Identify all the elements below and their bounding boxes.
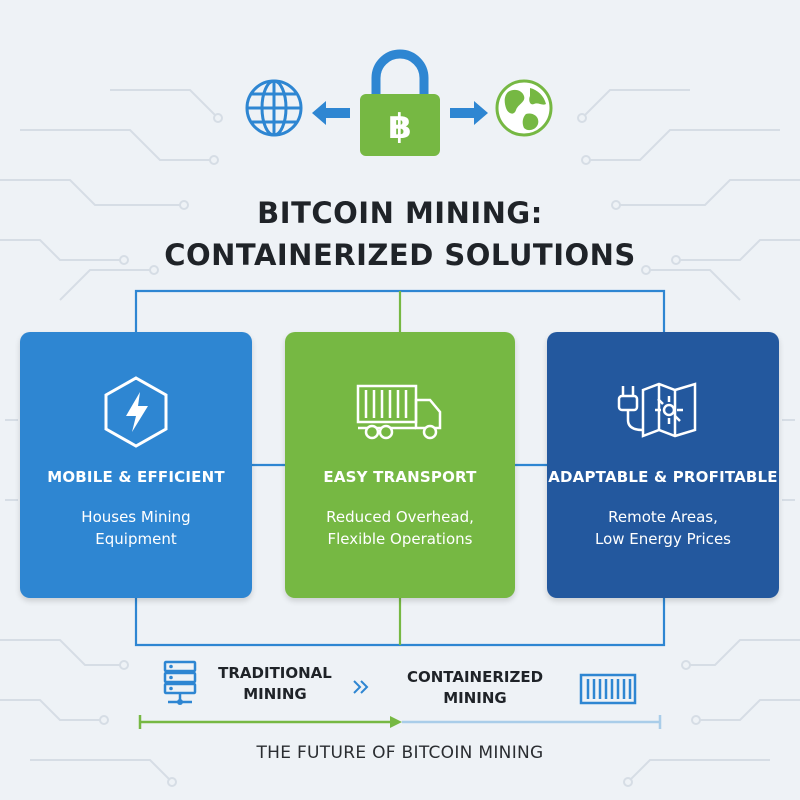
arrow-right-icon bbox=[448, 100, 488, 126]
lightning-hexagon-icon bbox=[20, 372, 252, 452]
card-title: ADAPTABLE & PROFITABLE bbox=[548, 468, 778, 486]
plug-and-map-icon bbox=[547, 372, 779, 452]
card-title: EASY TRANSPORT bbox=[323, 468, 477, 486]
card-easy-transport: EASY TRANSPORT Reduced Overhead, Flexibl… bbox=[285, 332, 515, 598]
containerized-mining-label: CONTAINERIZED MINING bbox=[406, 668, 544, 707]
card-title: MOBILE & EFFICIENT bbox=[47, 468, 225, 486]
earth-globe-icon bbox=[494, 78, 554, 138]
card-adaptable-profitable: ADAPTABLE & PROFITABLE Remote Areas, Low… bbox=[547, 332, 779, 598]
globe-outline-icon bbox=[244, 78, 304, 138]
shipping-container-icon bbox=[578, 672, 638, 706]
bitcoin-padlock-icon: ฿ bbox=[356, 48, 444, 158]
card-description: Remote Areas, Low Energy Prices bbox=[595, 508, 731, 548]
server-rack-icon bbox=[162, 660, 198, 706]
double-chevron-right-icon bbox=[352, 679, 370, 695]
container-truck-icon bbox=[285, 372, 515, 452]
card-description: Reduced Overhead, Flexible Operations bbox=[326, 508, 474, 548]
svg-text:฿: ฿ bbox=[388, 107, 412, 147]
card-mobile-efficient: MOBILE & EFFICIENT Houses Mining Equipme… bbox=[20, 332, 252, 598]
footer-caption: THE FUTURE OF BITCOIN MINING bbox=[256, 743, 544, 763]
traditional-mining-label: TRADITIONAL MINING bbox=[218, 664, 332, 703]
card-description: Houses Mining Equipment bbox=[81, 508, 191, 548]
page-title-line-2: CONTAINERIZED SOLUTIONS bbox=[164, 238, 636, 272]
arrow-left-icon bbox=[312, 100, 352, 126]
page-title-line-1: BITCOIN MINING: bbox=[257, 196, 543, 230]
